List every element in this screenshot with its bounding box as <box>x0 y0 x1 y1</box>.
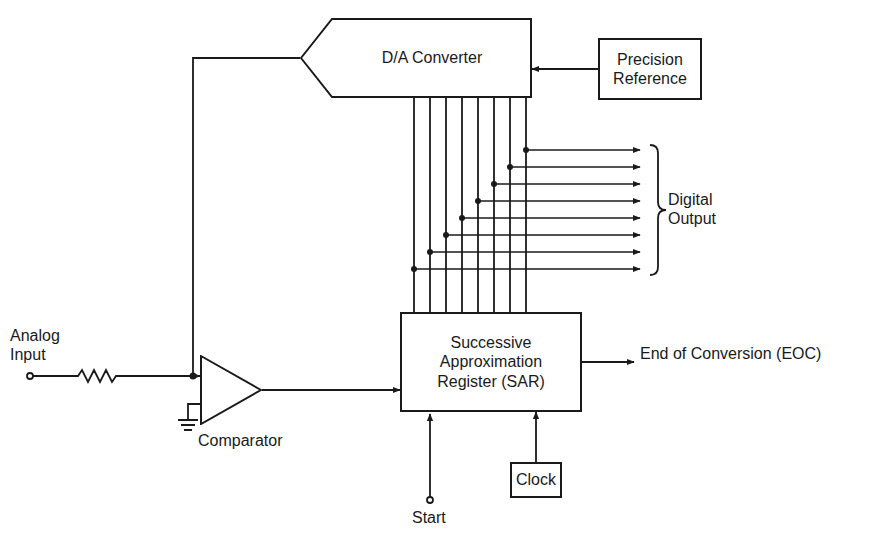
signal-connector <box>535 412 537 462</box>
dac-block: D/A Converter <box>300 18 532 98</box>
sar-box: Successive Approximation Register (SAR) <box>400 312 582 412</box>
start-label: Start <box>412 508 446 527</box>
signal-connector <box>262 389 400 391</box>
ground-symbol <box>178 404 200 430</box>
input-label: Analog Input <box>10 326 90 364</box>
block-label: Comparator <box>198 431 282 450</box>
reference-box: Precision Reference <box>598 38 702 100</box>
analog-input-wire <box>27 370 200 382</box>
block-label: Precision Reference <box>606 50 694 88</box>
comparator-outline <box>200 355 262 425</box>
comparator-symbol: Comparator <box>200 355 262 425</box>
eoc-arrow <box>582 361 634 363</box>
start-terminal <box>427 414 433 503</box>
signal-connector <box>414 98 526 312</box>
block-label: D/A Converter <box>377 48 487 67</box>
eoc-label: End of Conversion (EOC) <box>640 344 821 363</box>
clock-box: Clock <box>510 462 562 498</box>
output-bracket <box>650 145 666 275</box>
resistor-symbol <box>33 370 200 382</box>
signal-connector <box>532 68 598 70</box>
block-label: Clock <box>516 470 556 489</box>
block-label: Successive Approximation Register (SAR) <box>408 333 574 391</box>
output-label: Digital Output <box>668 190 758 228</box>
signal-connector <box>193 58 300 376</box>
